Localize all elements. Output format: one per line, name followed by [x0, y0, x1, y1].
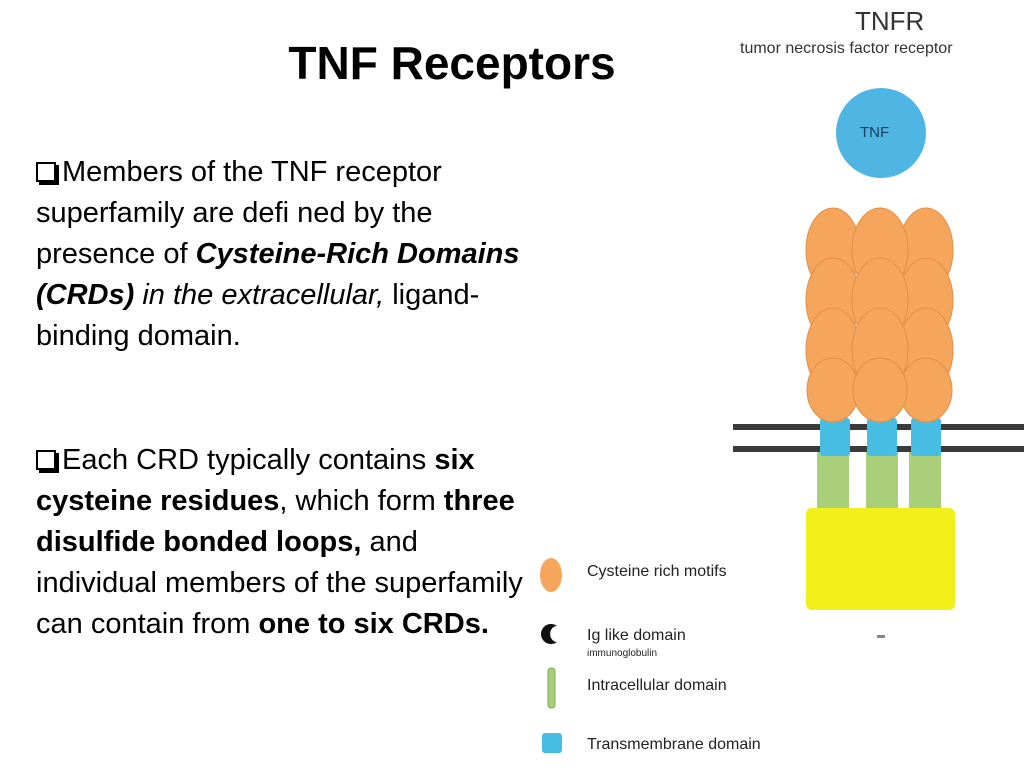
figure-title: TNFR	[855, 6, 925, 36]
bullet2-text-2: , which form	[279, 485, 444, 517]
figure-subtitle: tumor necrosis factor receptor	[740, 40, 953, 57]
legend-ig-like-domain: Ig like domain	[587, 627, 686, 644]
checkbox-bullet-icon	[36, 450, 56, 470]
yellow-domain-2	[850, 508, 905, 610]
bullet1-text-2: ligand-binding domain.	[36, 279, 480, 352]
checkbox-bullet-icon	[36, 162, 56, 182]
yellow-domain-3	[897, 508, 955, 610]
legend-green-bar-icon	[547, 667, 556, 709]
legend-transmembrane-domain: Transmembrane domain	[587, 736, 761, 753]
tnf-ligand-label: TNF	[860, 124, 890, 141]
legend-black-crescent-icon	[541, 624, 557, 644]
intracellular-domain-3	[909, 452, 941, 510]
intracellular-domain-1	[817, 452, 849, 510]
tnfr-diagram-graphic	[540, 88, 1024, 753]
legend-blue-square-icon	[542, 733, 562, 753]
bullet2-text-1: Each CRD typically contains	[62, 444, 435, 476]
bullet1-extracellular: in the extracellular,	[134, 279, 385, 311]
bullet1-crd-term: Cysteine-Rich Domains (CRDs)	[36, 238, 520, 311]
bullet2-crd-count: one to six CRDs.	[258, 608, 489, 640]
legend-cysteine-rich-motifs: Cysteine rich motifs	[587, 563, 727, 580]
bullet2-disulfide-loops: three disulfide bonded loops,	[36, 485, 515, 558]
tnf-ligand-circle	[836, 88, 926, 178]
bullet1-text-1: Members of the TNF receptor superfamily …	[36, 156, 442, 270]
bullet-crd-definition: Members of the TNF receptor superfamily …	[36, 152, 526, 357]
slide-title: TNF Receptors	[288, 37, 616, 89]
bullet2-cysteine-residues: six cysteine residues	[36, 444, 475, 517]
transmembrane-domain-1	[820, 418, 850, 456]
dash-mark	[877, 635, 885, 638]
intracellular-domain-2	[866, 452, 898, 510]
transmembrane-domain-2	[867, 418, 897, 456]
tnfr-diagram: TNFR tumor necrosis factor receptor TNF …	[525, 0, 1024, 768]
yellow-domain-1	[806, 508, 858, 610]
legend-orange-oval-icon	[540, 558, 562, 592]
legend-intracellular-domain: Intracellular domain	[587, 677, 727, 694]
crd-stack	[805, 207, 954, 423]
bullet2-text-3: and individual members of the superfamil…	[36, 526, 523, 640]
bullet-crd-structure: Each CRD typically contains six cysteine…	[36, 440, 526, 645]
transmembrane-domain-3	[911, 418, 941, 456]
legend-immunoglobulin-sublabel: immunoglobulin	[587, 648, 658, 659]
